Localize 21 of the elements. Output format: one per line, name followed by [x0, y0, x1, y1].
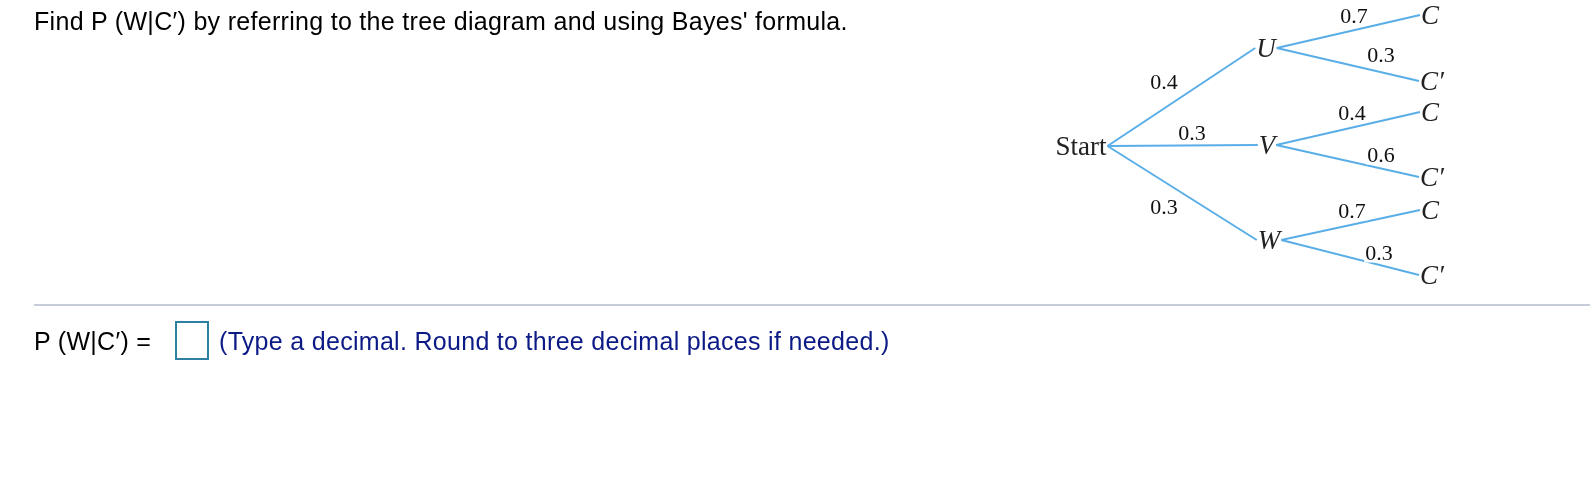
node-label: W — [1256, 226, 1282, 254]
branch-line — [1280, 239, 1421, 276]
node-label: V — [1257, 131, 1277, 159]
node-label: U — [1255, 34, 1277, 62]
node-label: Start — [1054, 132, 1108, 160]
branch-line — [1275, 111, 1421, 146]
branch-line — [1106, 47, 1257, 147]
node-label: C′ — [1419, 261, 1445, 289]
instruction-text: (Type a decimal. Round to three decimal places if needed.) — [219, 326, 890, 356]
branch-line — [1106, 145, 1258, 241]
equation-text: P (W|C′) = — [34, 326, 152, 356]
node-label: C′ — [1419, 67, 1445, 95]
question-text: Find P (W|C′) by referring to the tree diagram and using Bayes' formula. — [34, 6, 848, 36]
branch-line — [1275, 47, 1421, 82]
branch-line — [1275, 144, 1421, 178]
node-label: C — [1420, 196, 1440, 224]
node-label: C — [1420, 1, 1440, 29]
branch-line — [1106, 144, 1259, 147]
node-label: C′ — [1419, 163, 1445, 191]
branch-line — [1280, 209, 1421, 241]
node-label: C — [1420, 98, 1440, 126]
